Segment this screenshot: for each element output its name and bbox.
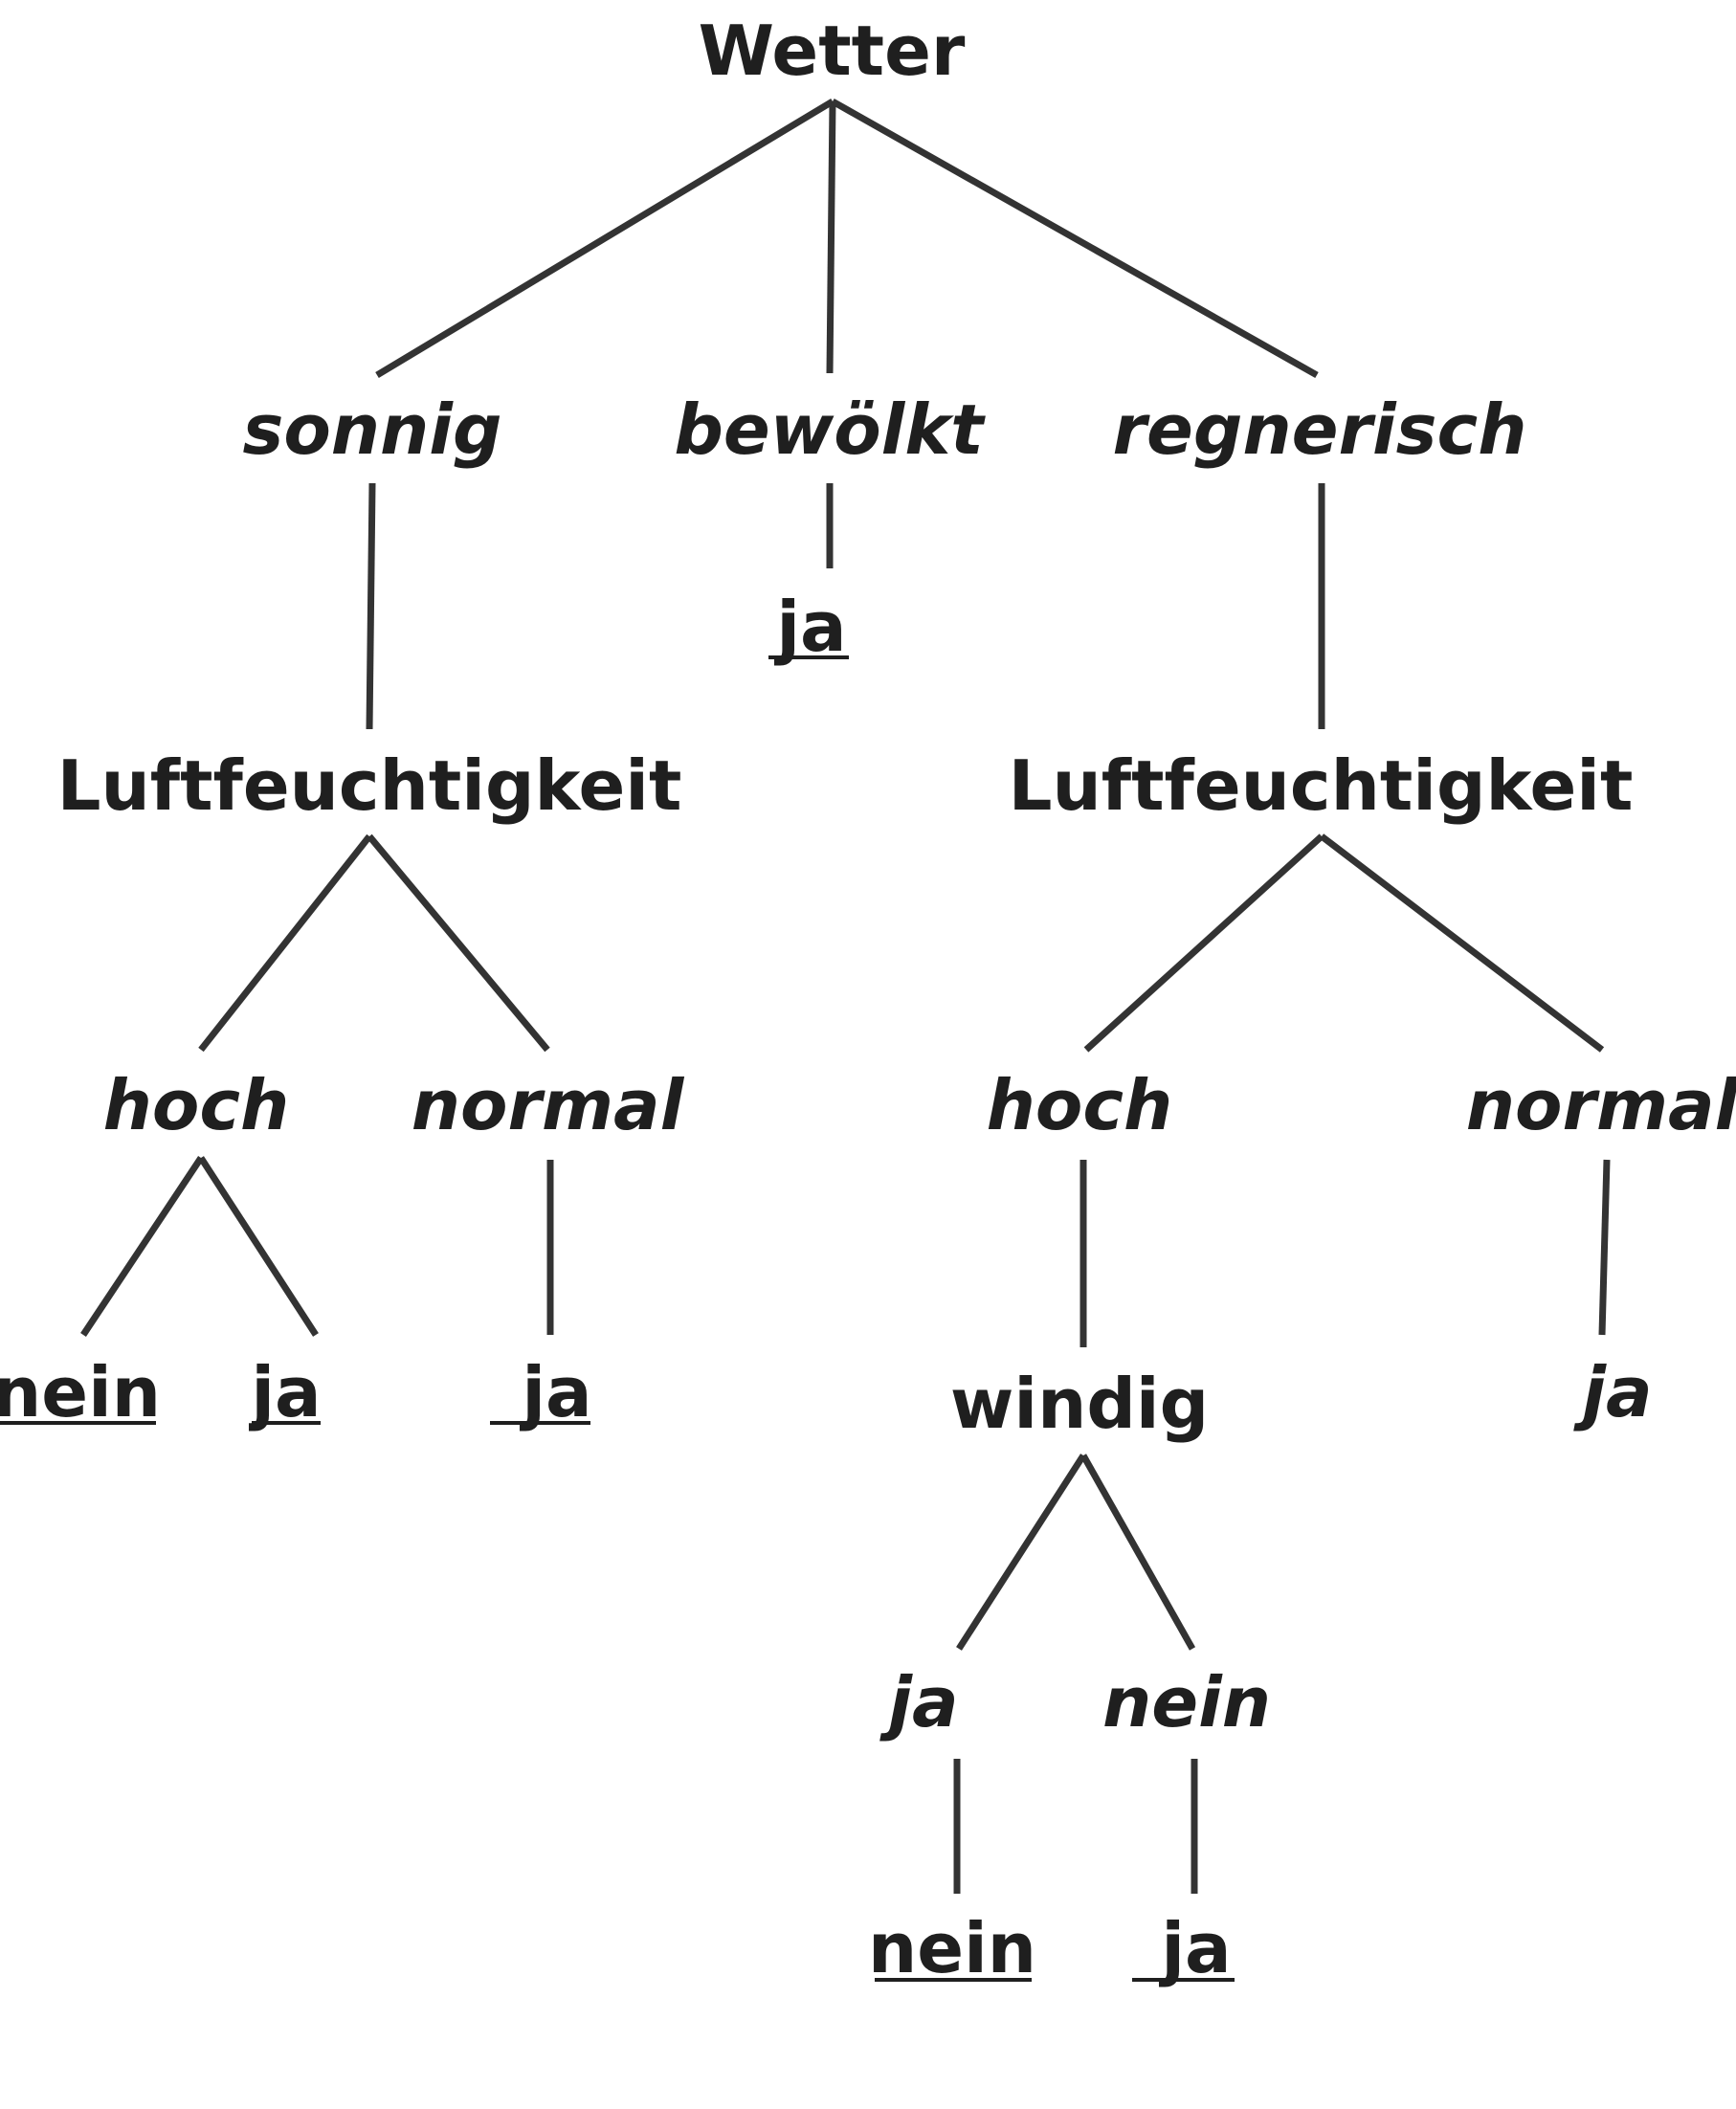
edge-lf2-hoch [1083,833,1324,1053]
edge-lf1-normal [367,833,550,1053]
leaf-windig-ja-nein: nein [868,1908,1036,1988]
node-label-luftfeuchtigkeit-2: Luftfeuchtigkeit [1009,745,1634,826]
edge-hoch1-ja [198,1156,319,1337]
edge-label-hoch-2: hoch [987,1065,1173,1145]
edge-hoch1-nein [80,1156,204,1337]
edge-sonnig-luftfeuchtigkeit [366,482,376,730]
leaf-hoch1-ja: ja [248,1352,321,1432]
leaf-hoch1-nein: nein [0,1352,161,1432]
edge-label-bewoelkt: bewölkt [674,389,986,470]
node-label-windig: windig [950,1364,1209,1444]
node-label-luftfeuchtigkeit-1: Luftfeuchtigkeit [57,745,682,826]
edge-windig-ja [956,1454,1086,1651]
edge-lf2-normal [1319,833,1605,1053]
edge-label-hoch-1: hoch [103,1065,290,1145]
leaf-windig-nein-ja: ja [1158,1908,1231,1988]
edge-label-windig-nein: nein [1102,1662,1271,1743]
edge-label-regnerisch: regnerisch [1113,389,1527,470]
leaf-normal1-ja: ja [519,1352,591,1432]
edge-lf1-hoch [198,833,372,1053]
leaf-normal2-ja: ja [1572,1352,1652,1432]
labels: Wetter sonnig bewölkt regnerisch ja Luft… [0,11,1736,1988]
edge-label-normal-1: normal [412,1065,685,1145]
edge-label-normal-2: normal [1466,1065,1736,1145]
edges [80,98,1611,1894]
edge-label-sonnig: sonnig [242,389,501,470]
edge-wetter-regnerisch [831,98,1319,379]
edge-label-windig-ja: ja [879,1662,958,1743]
edge-windig-nein [1079,1454,1196,1651]
leaf-bewoelkt-ja: ja [773,587,846,667]
edge-wetter-bewoelkt [826,100,836,374]
edge-wetter-sonnig [375,98,835,379]
edge-normal2-ja [1598,1159,1611,1336]
root-node-label: Wetter [699,11,966,91]
leaf-underlines [0,655,1235,1982]
